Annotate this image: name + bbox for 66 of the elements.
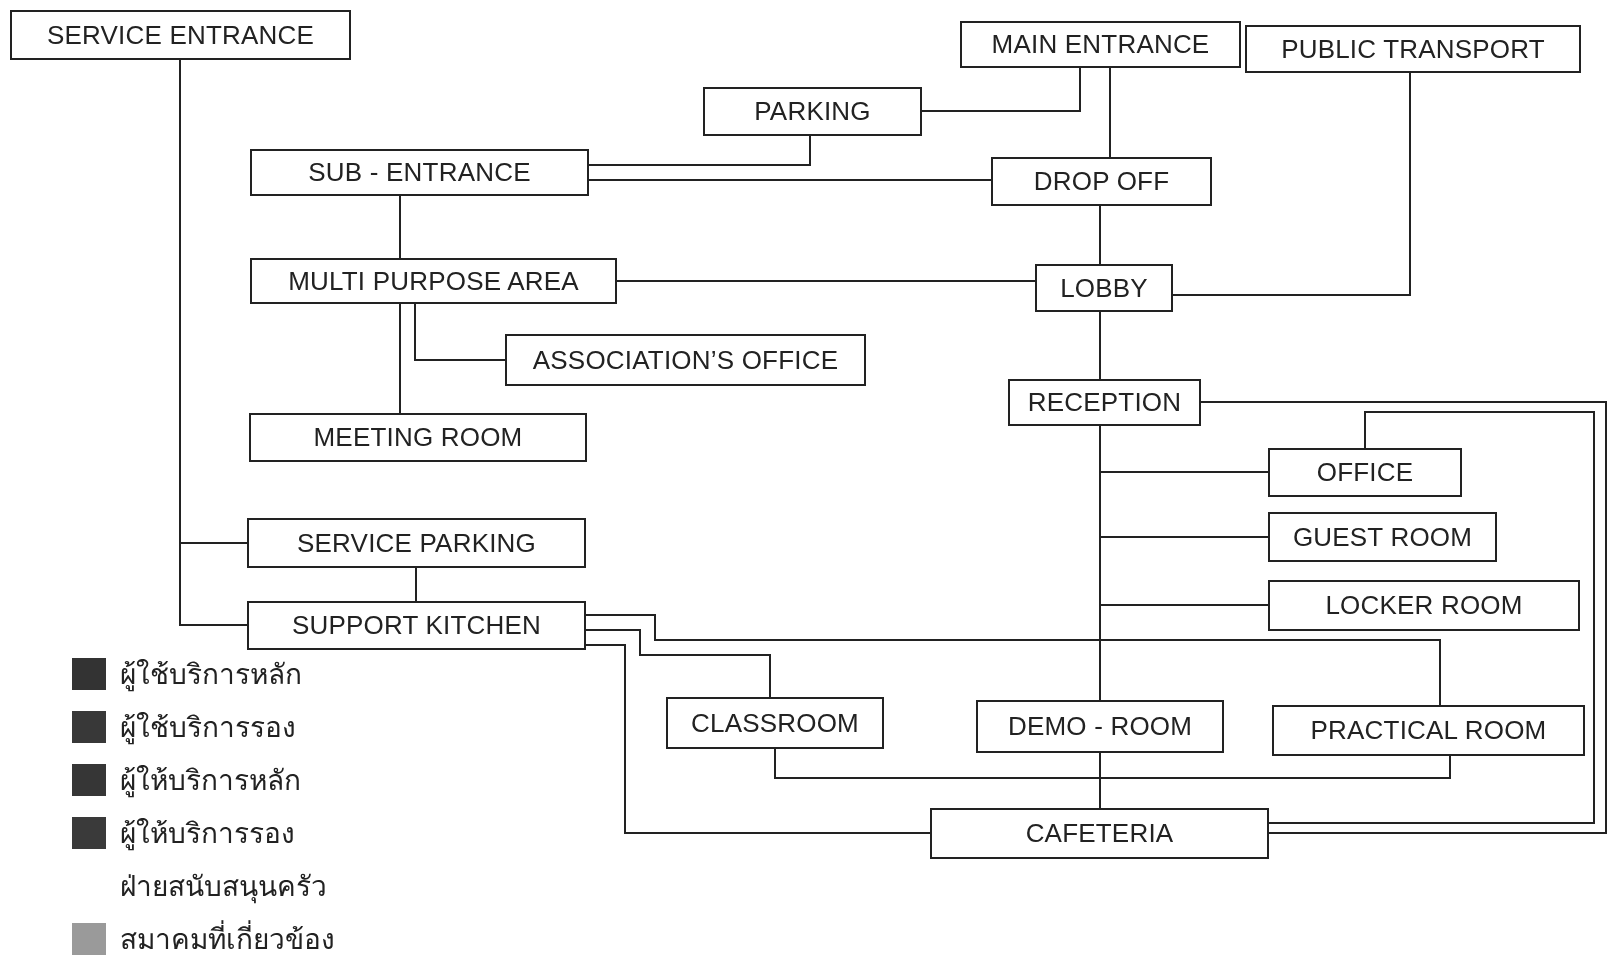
legend-label: ผู้ให้บริการรอง	[120, 817, 295, 853]
room-box	[1272, 705, 1585, 756]
room-label: RECEPTION	[1027, 387, 1182, 418]
room-box	[991, 157, 1212, 206]
room-box	[250, 149, 589, 196]
connector-line	[1200, 401, 1607, 834]
connector-line	[921, 67, 1081, 112]
room-box	[1008, 379, 1201, 426]
room-label: SUB - ENTRANCE	[308, 157, 531, 188]
room-label: CLASSROOM	[691, 707, 859, 739]
room-label: ASSOCIATION’S OFFICE	[532, 344, 839, 376]
room-label: SUPPORT KITCHEN	[291, 610, 542, 641]
room-box	[1268, 512, 1497, 562]
legend-label: สมาคมที่เกี่ยวข้อง	[120, 917, 335, 961]
connector-line	[585, 614, 1441, 706]
connector-line	[1099, 311, 1101, 380]
room-label: PRACTICAL ROOM	[1310, 715, 1547, 746]
connector-line	[1109, 67, 1111, 158]
connector-line	[588, 135, 811, 166]
connector-line	[1268, 411, 1595, 824]
room-box	[250, 258, 617, 304]
room-box	[249, 413, 587, 462]
connector-line	[616, 280, 1036, 282]
room-label: SERVICE ENTRANCE	[46, 19, 315, 51]
room-label: DEMO - ROOM	[1007, 711, 1193, 742]
room-label: SERVICE PARKING	[297, 527, 536, 559]
room-label: MULTI PURPOSE AREA	[288, 265, 579, 297]
room-box	[10, 10, 351, 60]
room-box	[1245, 25, 1581, 73]
room-label: PUBLIC TRANSPORT	[1281, 33, 1545, 65]
room-box	[703, 87, 922, 136]
legend-label: ผู้ใช้บริการหลัก	[120, 658, 302, 694]
room-label: GUEST ROOM	[1292, 521, 1473, 553]
connector-line	[415, 567, 417, 602]
room-label: OFFICE	[1316, 457, 1414, 488]
connector-line	[1172, 72, 1411, 296]
connector-line	[399, 303, 401, 414]
room-box	[960, 21, 1241, 68]
room-box	[666, 697, 884, 749]
connector-line	[1099, 752, 1101, 809]
room-label: DROP OFF	[1033, 166, 1170, 197]
room-label: MAIN ENTRANCE	[991, 29, 1210, 60]
connector-line	[774, 748, 1451, 779]
room-label: CAFETERIA	[1025, 818, 1174, 849]
legend-label: ฝ่ายสนับสนุนครัว	[120, 870, 327, 906]
connector-line	[1099, 205, 1101, 265]
room-box	[976, 700, 1224, 753]
room-box	[1268, 448, 1462, 497]
connector-line	[588, 179, 992, 181]
room-label: LOCKER ROOM	[1325, 590, 1523, 621]
room-box	[505, 334, 866, 386]
room-box	[1035, 264, 1173, 312]
connector-line	[414, 303, 506, 361]
legend-label: ผู้ให้บริการหลัก	[120, 764, 301, 800]
room-box	[1268, 580, 1580, 631]
room-box	[247, 601, 586, 650]
connector-line	[399, 195, 401, 259]
room-label: MEETING ROOM	[313, 422, 523, 453]
room-label: LOBBY	[1060, 272, 1148, 304]
room-label: PARKING	[754, 96, 871, 127]
connector-line	[585, 629, 771, 698]
connector-line	[1099, 425, 1269, 606]
connector-line	[585, 644, 931, 834]
legend-label: ผู้ใช้บริการรอง	[120, 711, 296, 747]
room-box	[247, 518, 586, 568]
room-box	[930, 808, 1269, 859]
